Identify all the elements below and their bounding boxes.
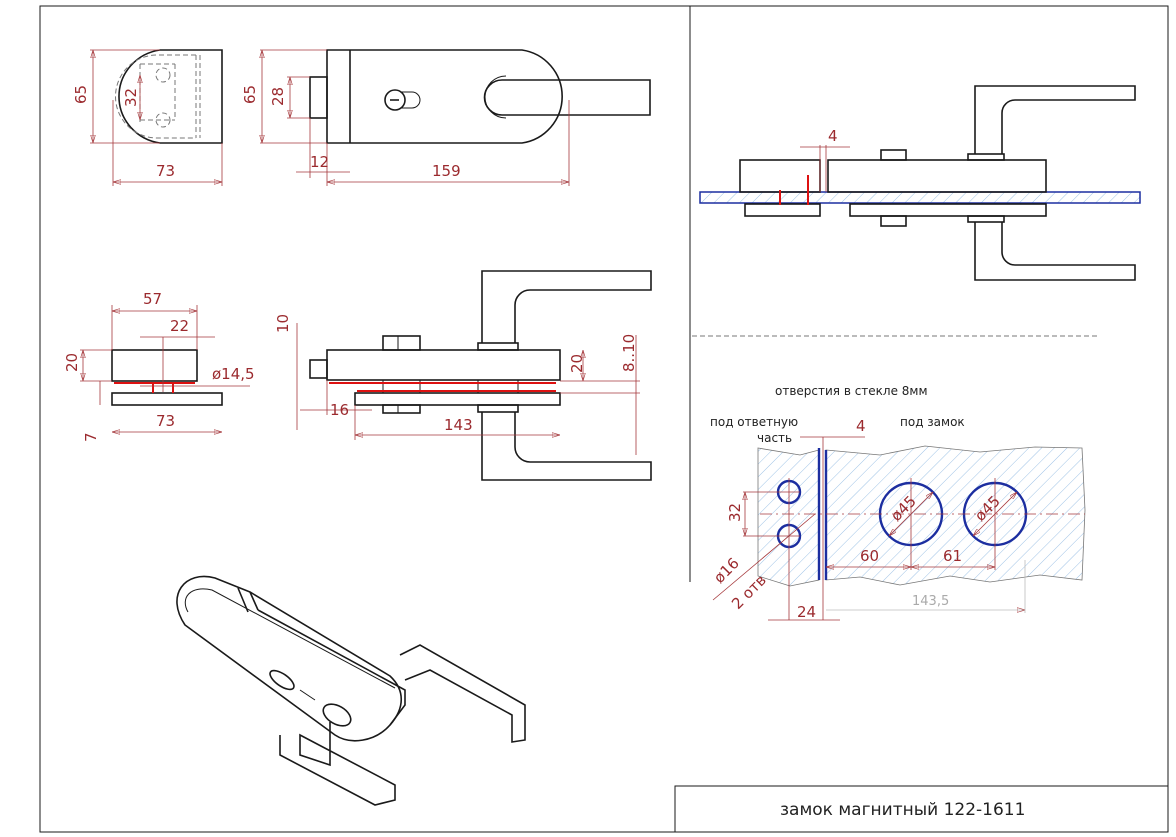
title-block: замок магнитный 122-1611 [674,785,1169,833]
top-view: 10 16 143 20 8..10 [274,270,652,481]
dim-width: 73 [156,162,175,180]
dim-cap-height: 28 [269,87,287,106]
dim-glass: 8..10 [620,334,638,372]
dim-offset: 16 [330,401,349,419]
dim-height: 65 [72,85,90,104]
dim-cap-width: 12 [310,153,329,171]
end-view: 65 32 73 [72,49,223,186]
dim-small-diameter: ø16 [710,554,743,587]
label-strike-line2: часть [757,431,792,445]
dim-distance-2: 61 [943,547,962,565]
dim-height: 65 [241,85,259,104]
dim-plate: 7 [82,432,100,442]
dim-length: 159 [432,162,461,180]
holes-heading: отверстия в стекле 8мм [775,384,928,398]
dim-edge: 24 [797,603,816,621]
dim-hole-spacing: 32 [122,88,140,107]
dim-offset: 22 [170,317,189,335]
dim-small-spacing: 32 [726,503,744,522]
dim-height: 20 [568,354,586,373]
dim-width-top: 57 [143,290,162,308]
dim-distance-1: 60 [860,547,879,565]
side-view: 57 22 20 ø14,5 73 7 [63,290,255,442]
dim-total: 143,5 [912,594,949,609]
section-view: 4 [699,85,1141,281]
dim-height: 20 [63,353,81,372]
front-view: 65 28 12 159 [241,49,651,186]
dim-width-bottom: 73 [156,412,175,430]
dim-gap: 4 [828,127,838,145]
glass-hole-layout: отверстия в стекле 8мм под ответную част… [710,384,1086,621]
label-strike-line1: под ответную [710,415,798,429]
dim-cap: 10 [274,314,292,333]
dim-length: 143 [444,416,473,434]
dim-gap: 4 [856,417,866,435]
dim-diameter: ø14,5 [212,365,255,383]
drawing-title: замок магнитный 122-1611 [780,800,1025,820]
sheet-frame [39,5,1169,833]
isometric-view [176,575,526,806]
label-lock: под замок [900,415,965,429]
